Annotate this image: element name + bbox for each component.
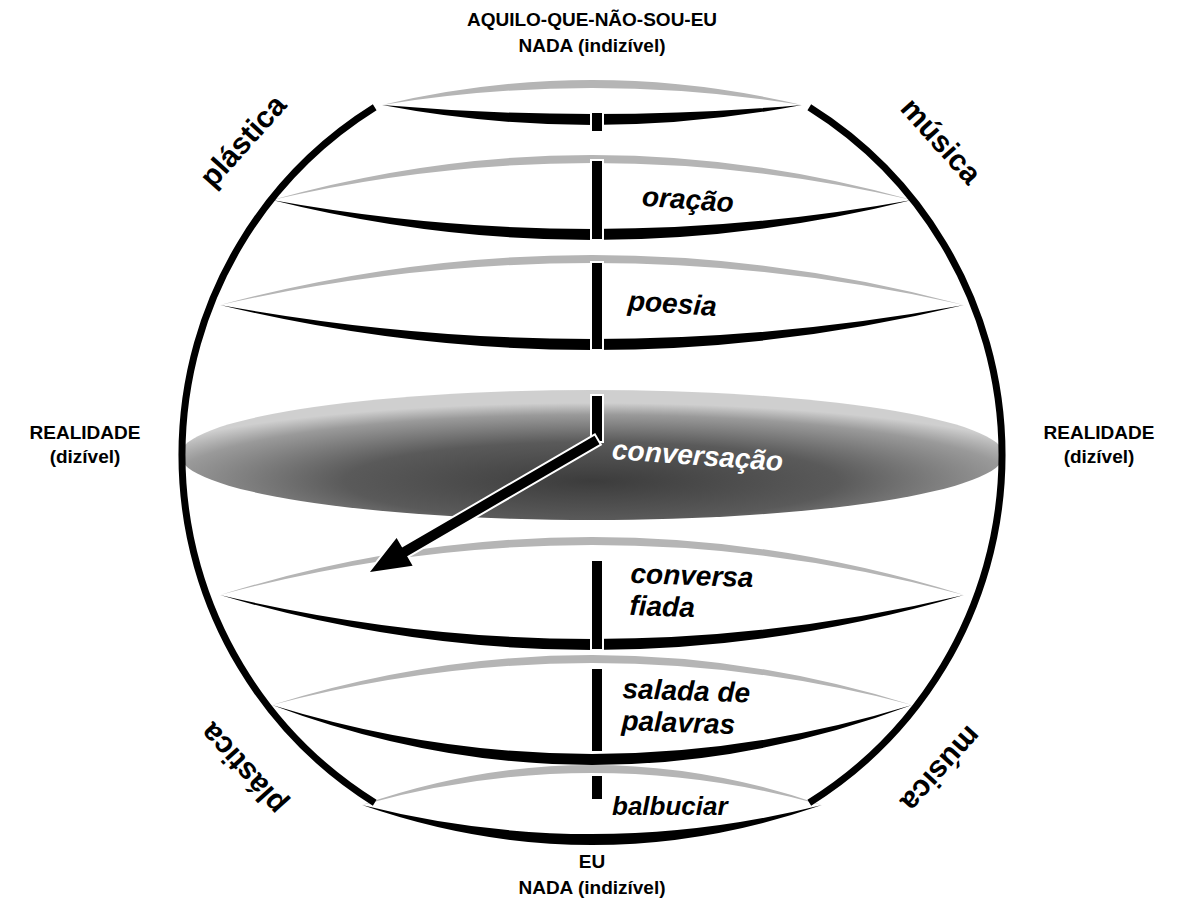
band-edge	[362, 805, 822, 845]
pole-label: AQUILO-QUE-NÃO-SOU-EU	[467, 8, 717, 32]
band-label: conversa fiada	[629, 558, 754, 626]
axis-segment	[591, 668, 603, 752]
pole-label: NADA (indizível)	[518, 876, 665, 900]
side-label: REALIDADE (dizível)	[30, 421, 141, 469]
band-label: poesia	[627, 285, 718, 323]
arc-label: música	[892, 90, 989, 192]
band-disc	[180, 390, 1004, 520]
arc-label: plástica	[191, 715, 294, 823]
axis-segment	[591, 160, 603, 240]
arc-label: plástica	[191, 87, 294, 195]
pointer-arrow	[370, 436, 600, 572]
band-label: oração	[641, 181, 735, 219]
band-rim	[362, 765, 822, 805]
axis-segment	[591, 112, 603, 132]
band-label: salada de palavras	[621, 673, 793, 743]
axis-segment	[591, 775, 603, 800]
top-slice-rim	[382, 80, 802, 105]
band-label: balbuciar	[612, 790, 728, 822]
axis-segment	[591, 560, 603, 650]
pole-label: NADA (indizível)	[518, 34, 665, 58]
axis-segment	[591, 262, 603, 350]
axis-bar	[591, 112, 603, 800]
side-label: REALIDADE (dizível)	[1044, 421, 1155, 469]
sphere-outline	[809, 107, 1002, 802]
pole-label: EU	[579, 850, 605, 874]
sphere-outline	[182, 107, 375, 802]
arc-label: música	[892, 718, 989, 820]
